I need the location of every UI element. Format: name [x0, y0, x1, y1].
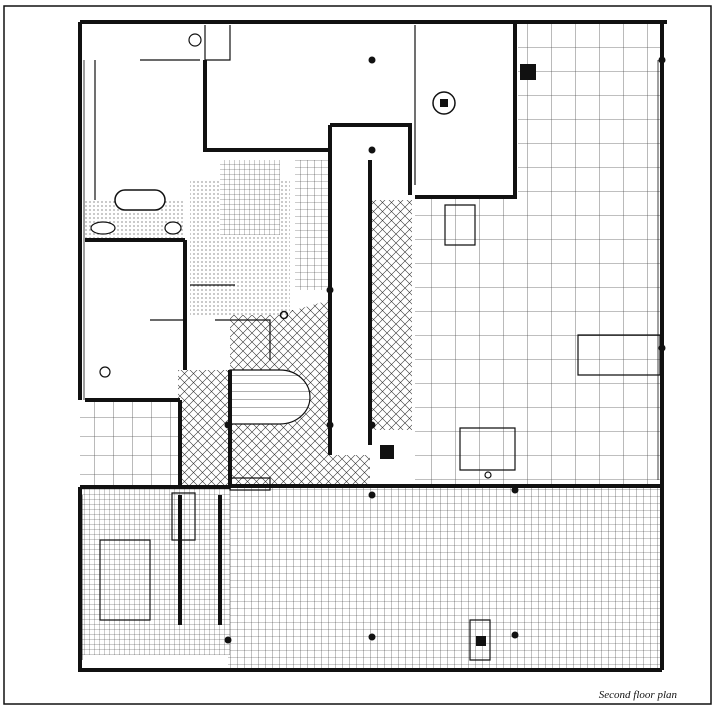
spiral-stair: [229, 369, 311, 425]
page-frame: [3, 5, 712, 705]
chimney-block: [520, 64, 536, 80]
stair-newel: [380, 445, 394, 459]
basin-3: [188, 33, 202, 47]
window-bands: [81, 60, 659, 660]
columns: [224, 56, 666, 644]
plan-caption: Second floor plan: [598, 689, 677, 701]
left-mid-room: [80, 400, 180, 488]
walls: [78, 20, 667, 672]
roof-terrace: [415, 195, 662, 485]
bathtub: [114, 189, 166, 211]
washbasin: [90, 221, 116, 235]
lower-terrace: [228, 486, 662, 670]
basin-2: [164, 221, 182, 235]
ramp: [372, 200, 412, 430]
fireplace-core: [440, 99, 448, 107]
lower-left-room: [80, 487, 230, 655]
interior-lines: [94, 25, 661, 661]
side-tiles: [295, 160, 330, 290]
bath-tiles: [220, 160, 280, 235]
lower-column-block: [476, 636, 486, 646]
terrace-upper: [518, 22, 662, 197]
basin-4: [99, 366, 111, 378]
